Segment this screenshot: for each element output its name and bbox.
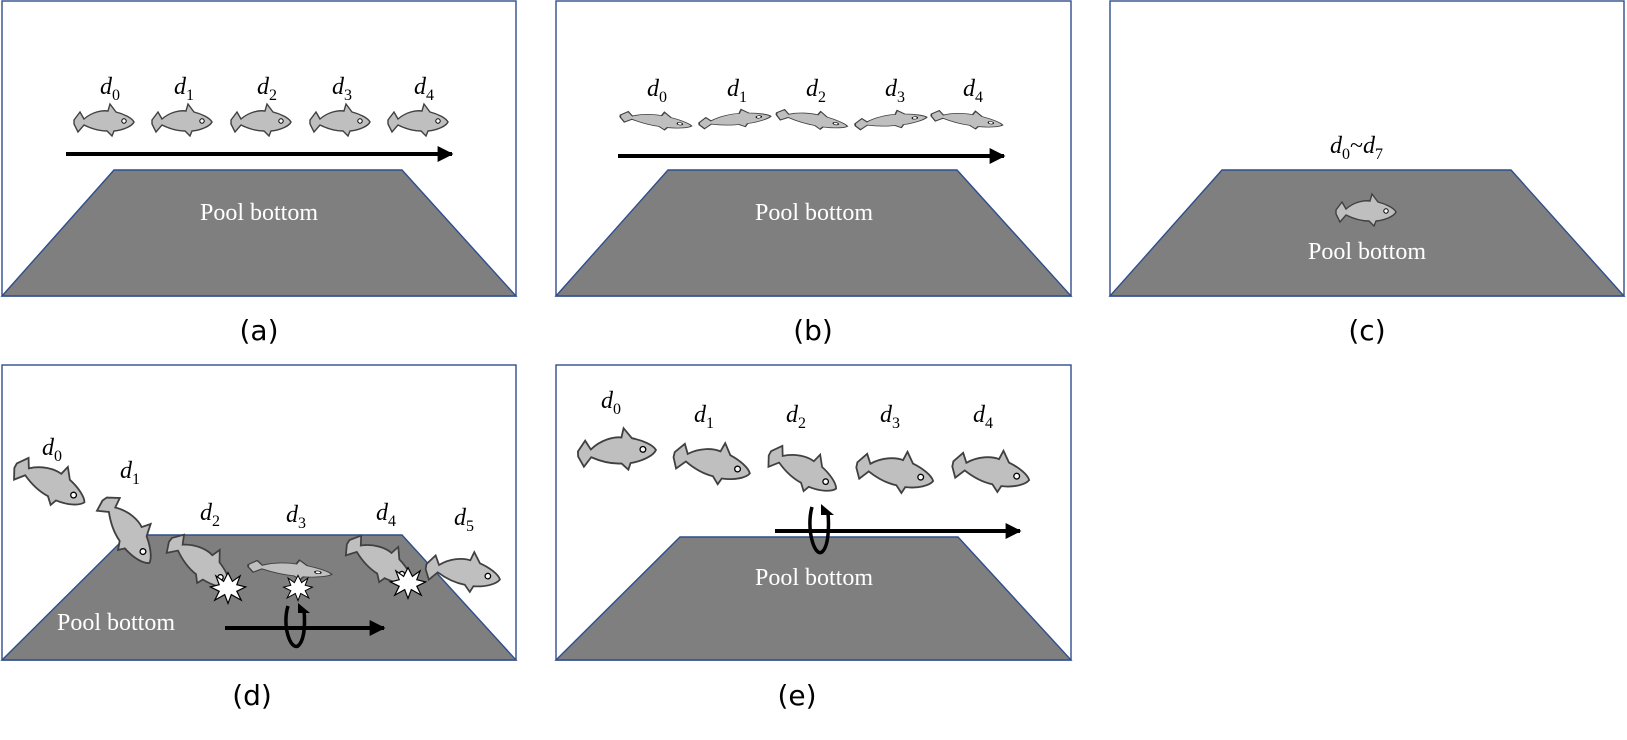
fish-label: d2	[257, 74, 277, 104]
panel-caption: (b)	[793, 314, 833, 347]
fish-label: d0	[601, 388, 621, 418]
fish-label: d2	[806, 76, 826, 106]
fish-label: d2	[200, 500, 220, 530]
fish-label: d0	[647, 76, 667, 106]
fish-label: d4	[973, 402, 993, 432]
fish-label: d4	[414, 74, 434, 104]
fish-label: d1	[174, 74, 194, 104]
fish-label: d3	[286, 502, 306, 532]
fish-label: d0	[42, 435, 62, 465]
fish-label: d3	[332, 74, 352, 104]
panel-e: Pool bottom d0 d1 d2 d3 d4 (e)	[554, 364, 1073, 712]
pool-bottom-label: Pool bottom	[200, 200, 318, 226]
pool-bottom-shape	[0, 169, 518, 297]
panel-caption: (e)	[777, 679, 816, 712]
fish-label: d4	[963, 76, 983, 106]
pool-bottom-label: Pool bottom	[1308, 239, 1426, 265]
turn-arrow-icon	[284, 605, 307, 648]
pool-bottom-shape	[1108, 169, 1626, 297]
fish-label: d3	[880, 402, 900, 432]
panel-caption: (d)	[232, 679, 272, 712]
fish-label: d3	[885, 76, 905, 106]
pool-bottom-label: Pool bottom	[755, 565, 873, 591]
pool-bottom-label: Pool bottom	[755, 200, 873, 226]
turn-arrow-head	[298, 603, 310, 613]
turn-arrow-icon	[808, 506, 831, 555]
fish-label: d1	[694, 402, 714, 432]
panel-d: Pool bottom d0 d1 d2 d3 d4 d5 (d)	[0, 364, 518, 712]
fish-label: d2	[786, 402, 806, 432]
fish-label: d5	[454, 505, 474, 535]
panel-c: Pool bottom d0~d7 (c)	[1108, 0, 1626, 347]
pool-bottom-label: Pool bottom	[57, 610, 175, 636]
pool-bottom-shape	[554, 536, 1073, 661]
fish-label: d4	[376, 500, 396, 530]
panel-a: Pool bottom d0 d1 d2 d3 d4 (a)	[0, 0, 518, 347]
turn-arrow-head	[821, 504, 834, 515]
panel-caption: (a)	[239, 314, 278, 347]
fish-range-label: d0~d7	[1330, 133, 1383, 163]
fish-label: d1	[120, 458, 140, 488]
fish-label: d1	[727, 76, 747, 106]
panel-b: Pool bottom d0 d1 d2 d3 d4 (b)	[554, 0, 1073, 347]
pool-bottom-shape	[554, 169, 1073, 297]
fish-label: d0	[100, 74, 120, 104]
panel-caption: (c)	[1348, 314, 1385, 347]
